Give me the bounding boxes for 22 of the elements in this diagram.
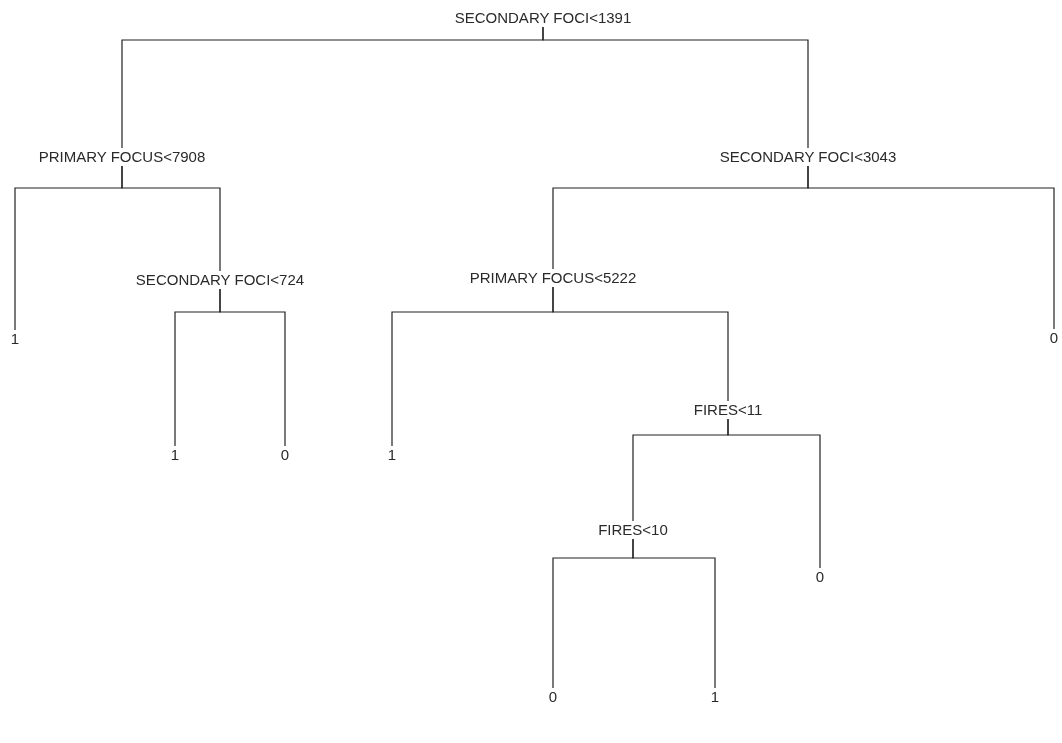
tree-branch-line (632, 538, 716, 689)
split-condition-label: SECONDARY FOCI<3043 (719, 148, 897, 166)
leaf-class-label: 1 (10, 330, 20, 348)
leaf-class-label: 0 (280, 446, 290, 464)
leaf-class-label: 0 (1049, 329, 1059, 347)
split-condition-label: FIRES<11 (693, 401, 763, 419)
split-condition-label: PRIMARY FOCUS<7908 (38, 148, 206, 166)
tree-branch-line (807, 165, 1055, 330)
tree-branch-line (219, 288, 286, 447)
split-condition-label: SECONDARY FOCI<1391 (454, 9, 632, 27)
leaf-class-label: 0 (548, 688, 558, 706)
tree-branch-line (727, 418, 821, 569)
leaf-class-label: 0 (815, 568, 825, 586)
tree-branch-line (542, 26, 809, 149)
leaf-class-label: 1 (170, 446, 180, 464)
split-condition-label: PRIMARY FOCUS<5222 (469, 269, 637, 287)
tree-branch-line (121, 165, 221, 272)
split-condition-label: SECONDARY FOCI<724 (135, 271, 305, 289)
leaf-class-label: 1 (710, 688, 720, 706)
split-condition-label: FIRES<10 (598, 521, 668, 539)
leaf-class-label: 1 (387, 446, 397, 464)
tree-branch-line (552, 286, 729, 402)
